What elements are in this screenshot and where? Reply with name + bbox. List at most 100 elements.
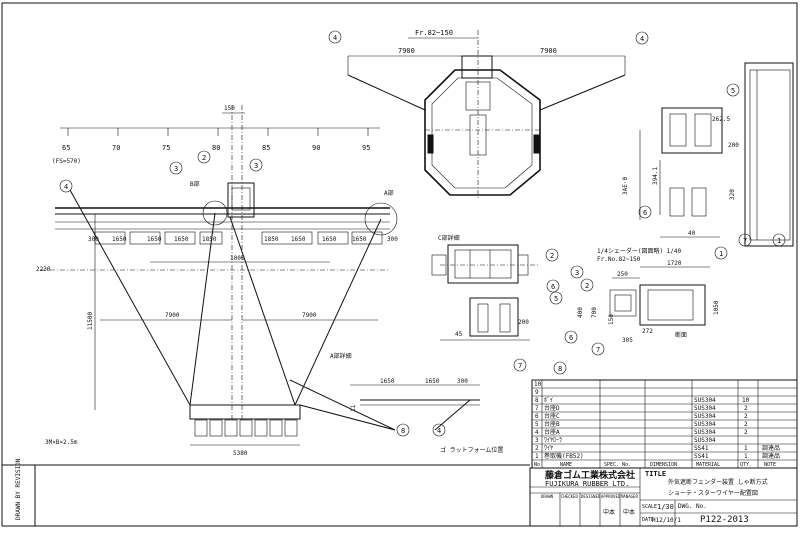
balloon-8-detail: 8 [396,423,410,437]
row-1-material: SS41 [694,453,709,460]
dim-400: 400 [577,307,584,318]
row-8-qty: 10 [742,397,750,404]
svg-text:3: 3 [174,165,178,173]
dim-150-top: 150 [224,105,235,112]
title-line-2: ショーテ・スターワイヤー配置図 [668,489,758,497]
svg-text:1: 1 [777,237,781,245]
svg-text:8: 8 [401,427,405,435]
row-6-no: 6 [535,413,539,420]
dim-fr-top: Fr.82~150 [415,29,453,37]
scale-tick-65: 65 [62,144,70,152]
row-9-no: 9 [535,389,539,396]
seg-7: 1650 [322,236,337,243]
hatch-note: 3M×B×2.5m [45,439,78,446]
title-block [529,467,798,527]
scale-value: 1/30 [657,503,674,511]
header-qty: QTY. [740,462,752,468]
row-3-name: ﾜｲﾔﾛｰﾗ [544,437,562,444]
balloon-5-right: 5 [726,83,740,97]
row-7-no: 7 [535,405,539,412]
balloon-3-left-b: 3 [249,158,263,172]
balloon-5-mid: 5 [549,291,563,305]
dim-250: 250 [617,271,628,278]
dim-mid-45: 45 [455,331,463,338]
balloon-4-left: 4 [59,179,73,193]
balloon-6-mid: 6 [546,279,560,293]
balloon-2-reel: 2 [580,278,594,292]
balloon-3-left: 3 [169,161,183,175]
seg-8: 1650 [352,236,367,243]
row-7-qty: 2 [744,405,748,412]
seg-4: 1850 [202,236,217,243]
title-line-1: 外気遮断フェンダー装置 しゃ断方式 [668,478,768,486]
reel-fr-note: Fr.No.82~150 [597,256,641,263]
company-name-en: FUJIKURA RUBBER LTD. [545,480,629,488]
detail-a-label: A部詳細 [330,352,352,360]
dim-mid-200: 200 [518,319,529,326]
row-4-name: 台座A [544,428,560,436]
header-note: NOTE [764,462,776,468]
sign-drawn: DRAWN [541,494,554,499]
svg-text:4: 4 [333,34,337,42]
row-5-qty: 2 [744,421,748,428]
detail-a-circle [364,202,398,236]
scale-tick-80: 80 [212,144,220,152]
balloon-6-right: 6 [638,205,652,219]
balloon-2-mid: 2 [545,248,559,262]
dim-305: 305 [622,337,633,344]
dim-700: 700 [591,307,598,318]
dim-262-5: 262.5 [712,116,730,123]
svg-text:7: 7 [743,237,747,245]
seg-2: 1650 [147,236,162,243]
row-1-qty: 1 [744,453,748,460]
dim-150-right: 150 [608,314,615,325]
svg-text:3: 3 [575,269,579,277]
drawing-border [1,2,798,527]
svg-text:4: 4 [640,35,644,43]
dim-3ae: 3AE·0 [622,177,629,195]
svg-text:2: 2 [202,154,206,162]
top-cross-section: Fr.82~150 7900 7900 [347,29,626,200]
dwg-label: DWG. No. [678,503,707,510]
drawing-number: P122-2013 [700,515,749,525]
date-label: DATE [642,517,654,523]
dim-7900-left: 7900 [165,312,180,319]
dim-320: 320 [729,189,736,200]
a-view-label: A部 [384,189,394,197]
row-8-name: ﾎﾞｲ [544,397,553,404]
c-view-label: C部詳細 [438,234,460,242]
svg-text:2: 2 [585,282,589,290]
detail-a-profile: A部詳細 1650 1650 300 11 ゴ ラットフォーム位置 [289,352,503,454]
sign-approved: APPROVED [601,494,621,499]
row-4-material: SUS304 [694,429,716,436]
c-detail-view: C部詳細 45 200 [431,234,538,341]
dim-394-1: 394.1 [652,167,659,185]
dim-1720: 1720 [667,260,682,267]
balloon-8-mid: 8 [553,361,567,375]
svg-text:8: 8 [558,365,562,373]
balloon-2-left: 2 [197,150,211,164]
row-2-no: 2 [535,445,539,452]
seg-0: 300 [88,236,99,243]
parts-list-table [531,379,798,469]
svg-text:4: 4 [64,183,68,191]
row-6-name: 台座C [544,412,560,420]
dim-200-right: 200 [728,142,739,149]
header-dimension: DIMENSION [650,462,677,468]
sign-manager-value: 中本 [623,508,635,516]
dim-2230: 2230 [36,266,51,273]
header-no: No [534,462,540,468]
company-name-jp: 藤倉ゴム工業株式会社 [545,469,635,481]
balloon-4-top-left: 4 [328,30,342,44]
balloon-6-reel: 6 [564,330,578,344]
header-material: MATERIAL [696,462,720,468]
sign-checked: CHECKED [561,494,578,499]
balloon-4-detail: 4 [432,423,446,437]
row-10-no: 10 [534,381,542,388]
svg-text:6: 6 [643,209,647,217]
segment-blocks [94,231,383,245]
svg-text:6: 6 [551,283,555,291]
dim-40: 40 [688,230,696,237]
dim-detail-1650a: 1650 [380,378,395,385]
